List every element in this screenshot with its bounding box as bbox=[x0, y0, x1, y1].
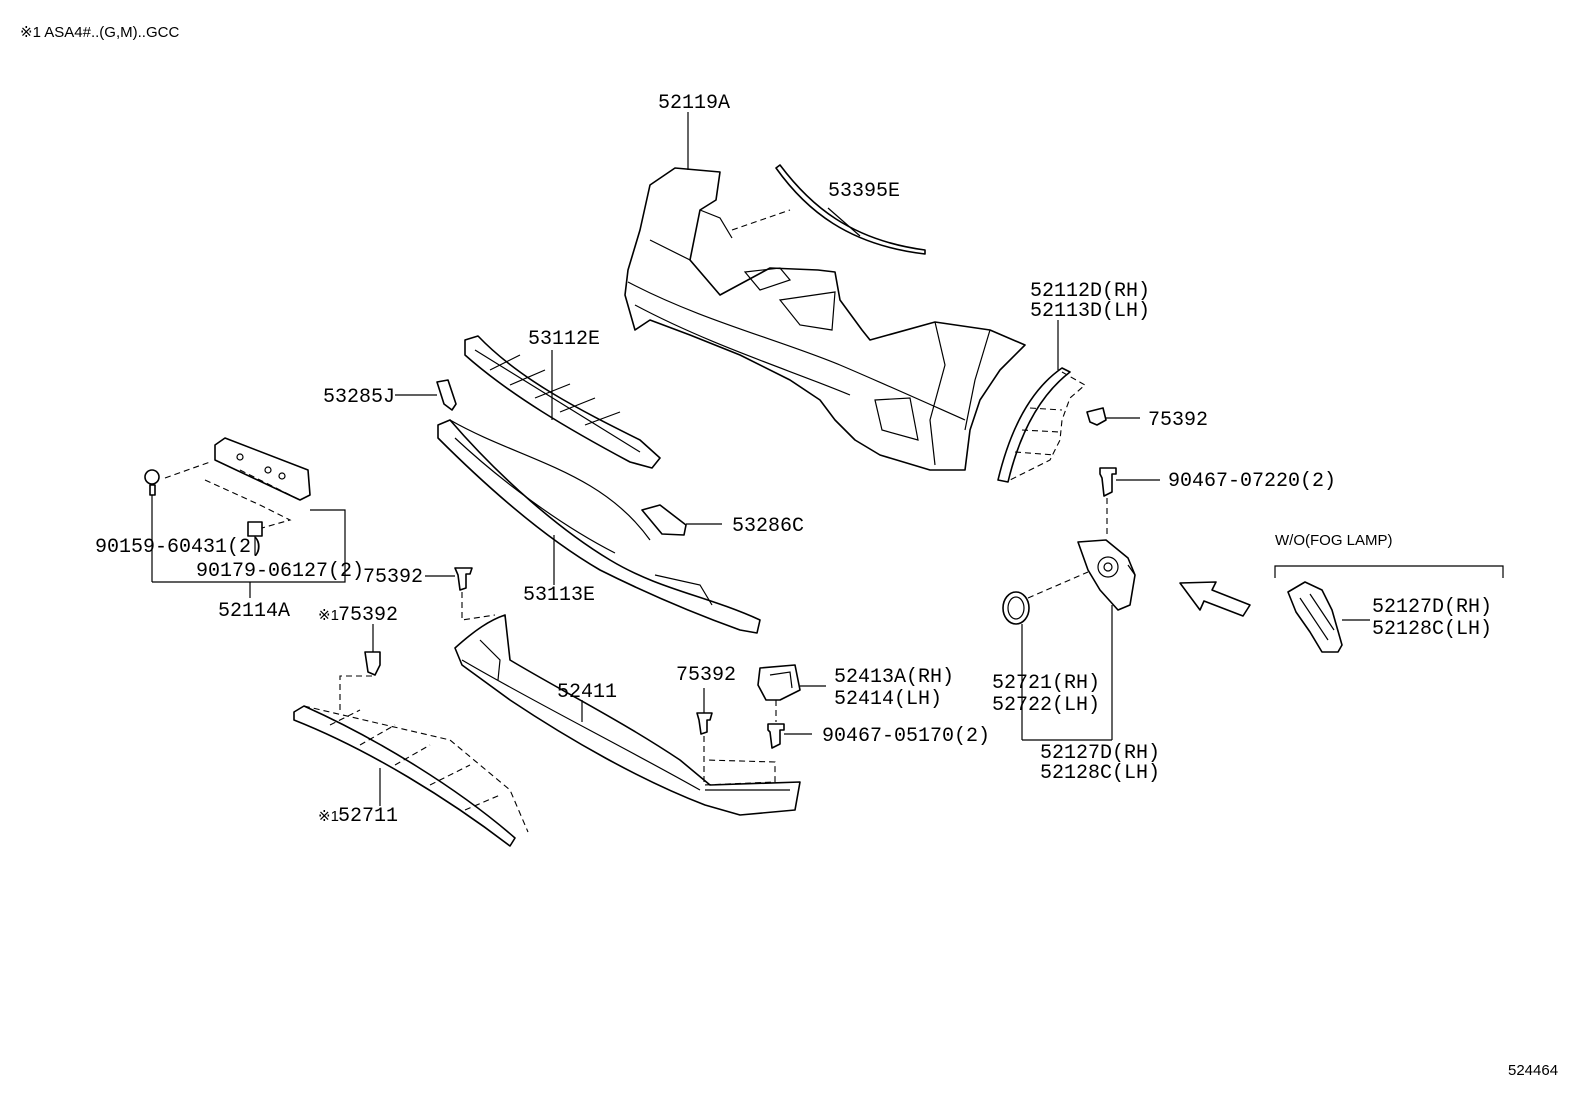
callout-52114A: 52114A bbox=[218, 600, 290, 623]
header-note: ※1 ASA4#..(G,M)..GCC bbox=[20, 24, 179, 41]
clip-90467-07220-part bbox=[1099, 467, 1117, 497]
cap-53286C-part bbox=[641, 504, 687, 536]
fog-lamp-ring-part bbox=[1002, 591, 1030, 625]
callout-52127D-b: 52127D(RH) bbox=[1040, 742, 1160, 765]
callout-52711-mark: ※1 bbox=[318, 808, 339, 825]
callout-52414: 52414(LH) bbox=[834, 688, 942, 711]
callout-53395E: 53395E bbox=[828, 180, 900, 203]
callout-75392-d: 75392 bbox=[676, 664, 736, 687]
nut-90179-part bbox=[247, 521, 263, 537]
lower-molding-part bbox=[293, 705, 516, 847]
bumper-cover-part bbox=[624, 167, 1026, 471]
callout-90467-05170: 90467-05170(2) bbox=[822, 725, 990, 748]
lower-grille-part bbox=[437, 419, 761, 634]
bumper-cover-insert-part bbox=[1287, 581, 1343, 653]
molding-strip-part bbox=[775, 164, 926, 255]
callout-52113D: 52113D(LH) bbox=[1030, 300, 1150, 323]
illustration-number: 524464 bbox=[1508, 1062, 1558, 1079]
bracket-53285J-part bbox=[436, 379, 457, 411]
callout-52413A: 52413A(RH) bbox=[834, 666, 954, 689]
callout-52721: 52721(RH) bbox=[992, 672, 1100, 695]
callout-52127D-a: 52127D(RH) bbox=[1372, 596, 1492, 619]
clip-75392-d-part bbox=[696, 712, 713, 735]
side-bracket-52413A-part bbox=[757, 664, 801, 701]
left-arrow-icon bbox=[1179, 581, 1251, 617]
callout-75392-c: 75392 bbox=[338, 604, 398, 627]
callout-52119A: 52119A bbox=[658, 92, 730, 115]
callout-52711: 52711 bbox=[338, 805, 398, 828]
callout-75392-a: 75392 bbox=[1148, 409, 1208, 432]
clip-75392-a-part bbox=[1086, 407, 1107, 426]
callout-53112E: 53112E bbox=[528, 328, 600, 351]
clip-75392-c-part bbox=[364, 651, 381, 676]
callout-75392-b: 75392 bbox=[363, 566, 423, 589]
callout-90179: 90179-06127(2) bbox=[196, 560, 364, 583]
callout-52722: 52722(LH) bbox=[992, 694, 1100, 717]
clip-90467-05170-part bbox=[767, 723, 785, 749]
lower-spoiler-part bbox=[454, 614, 801, 816]
callout-52128C-a: 52128C(LH) bbox=[1372, 618, 1492, 641]
screw-90159-part bbox=[144, 469, 160, 496]
clip-75392-b-part bbox=[454, 567, 473, 591]
callout-53285J: 53285J bbox=[323, 386, 395, 409]
fog-lamp-bezel-part bbox=[1077, 539, 1136, 611]
callout-52112D: 52112D(RH) bbox=[1030, 280, 1150, 303]
license-plate-bracket-part bbox=[214, 437, 311, 501]
callout-52128C-b: 52128C(LH) bbox=[1040, 762, 1160, 785]
callout-52411: 52411 bbox=[557, 681, 617, 704]
callout-90467-07220: 90467-07220(2) bbox=[1168, 470, 1336, 493]
callout-53286C: 53286C bbox=[732, 515, 804, 538]
bumper-side-retainer-part bbox=[997, 367, 1086, 483]
callout-75392-c-mark: ※1 bbox=[318, 607, 339, 624]
upper-grille-part bbox=[464, 335, 661, 469]
callout-53113E: 53113E bbox=[523, 584, 595, 607]
section-label-wo-fog-lamp: W/O(FOG LAMP) bbox=[1275, 532, 1393, 549]
callout-90159: 90159-60431(2) bbox=[95, 536, 263, 559]
